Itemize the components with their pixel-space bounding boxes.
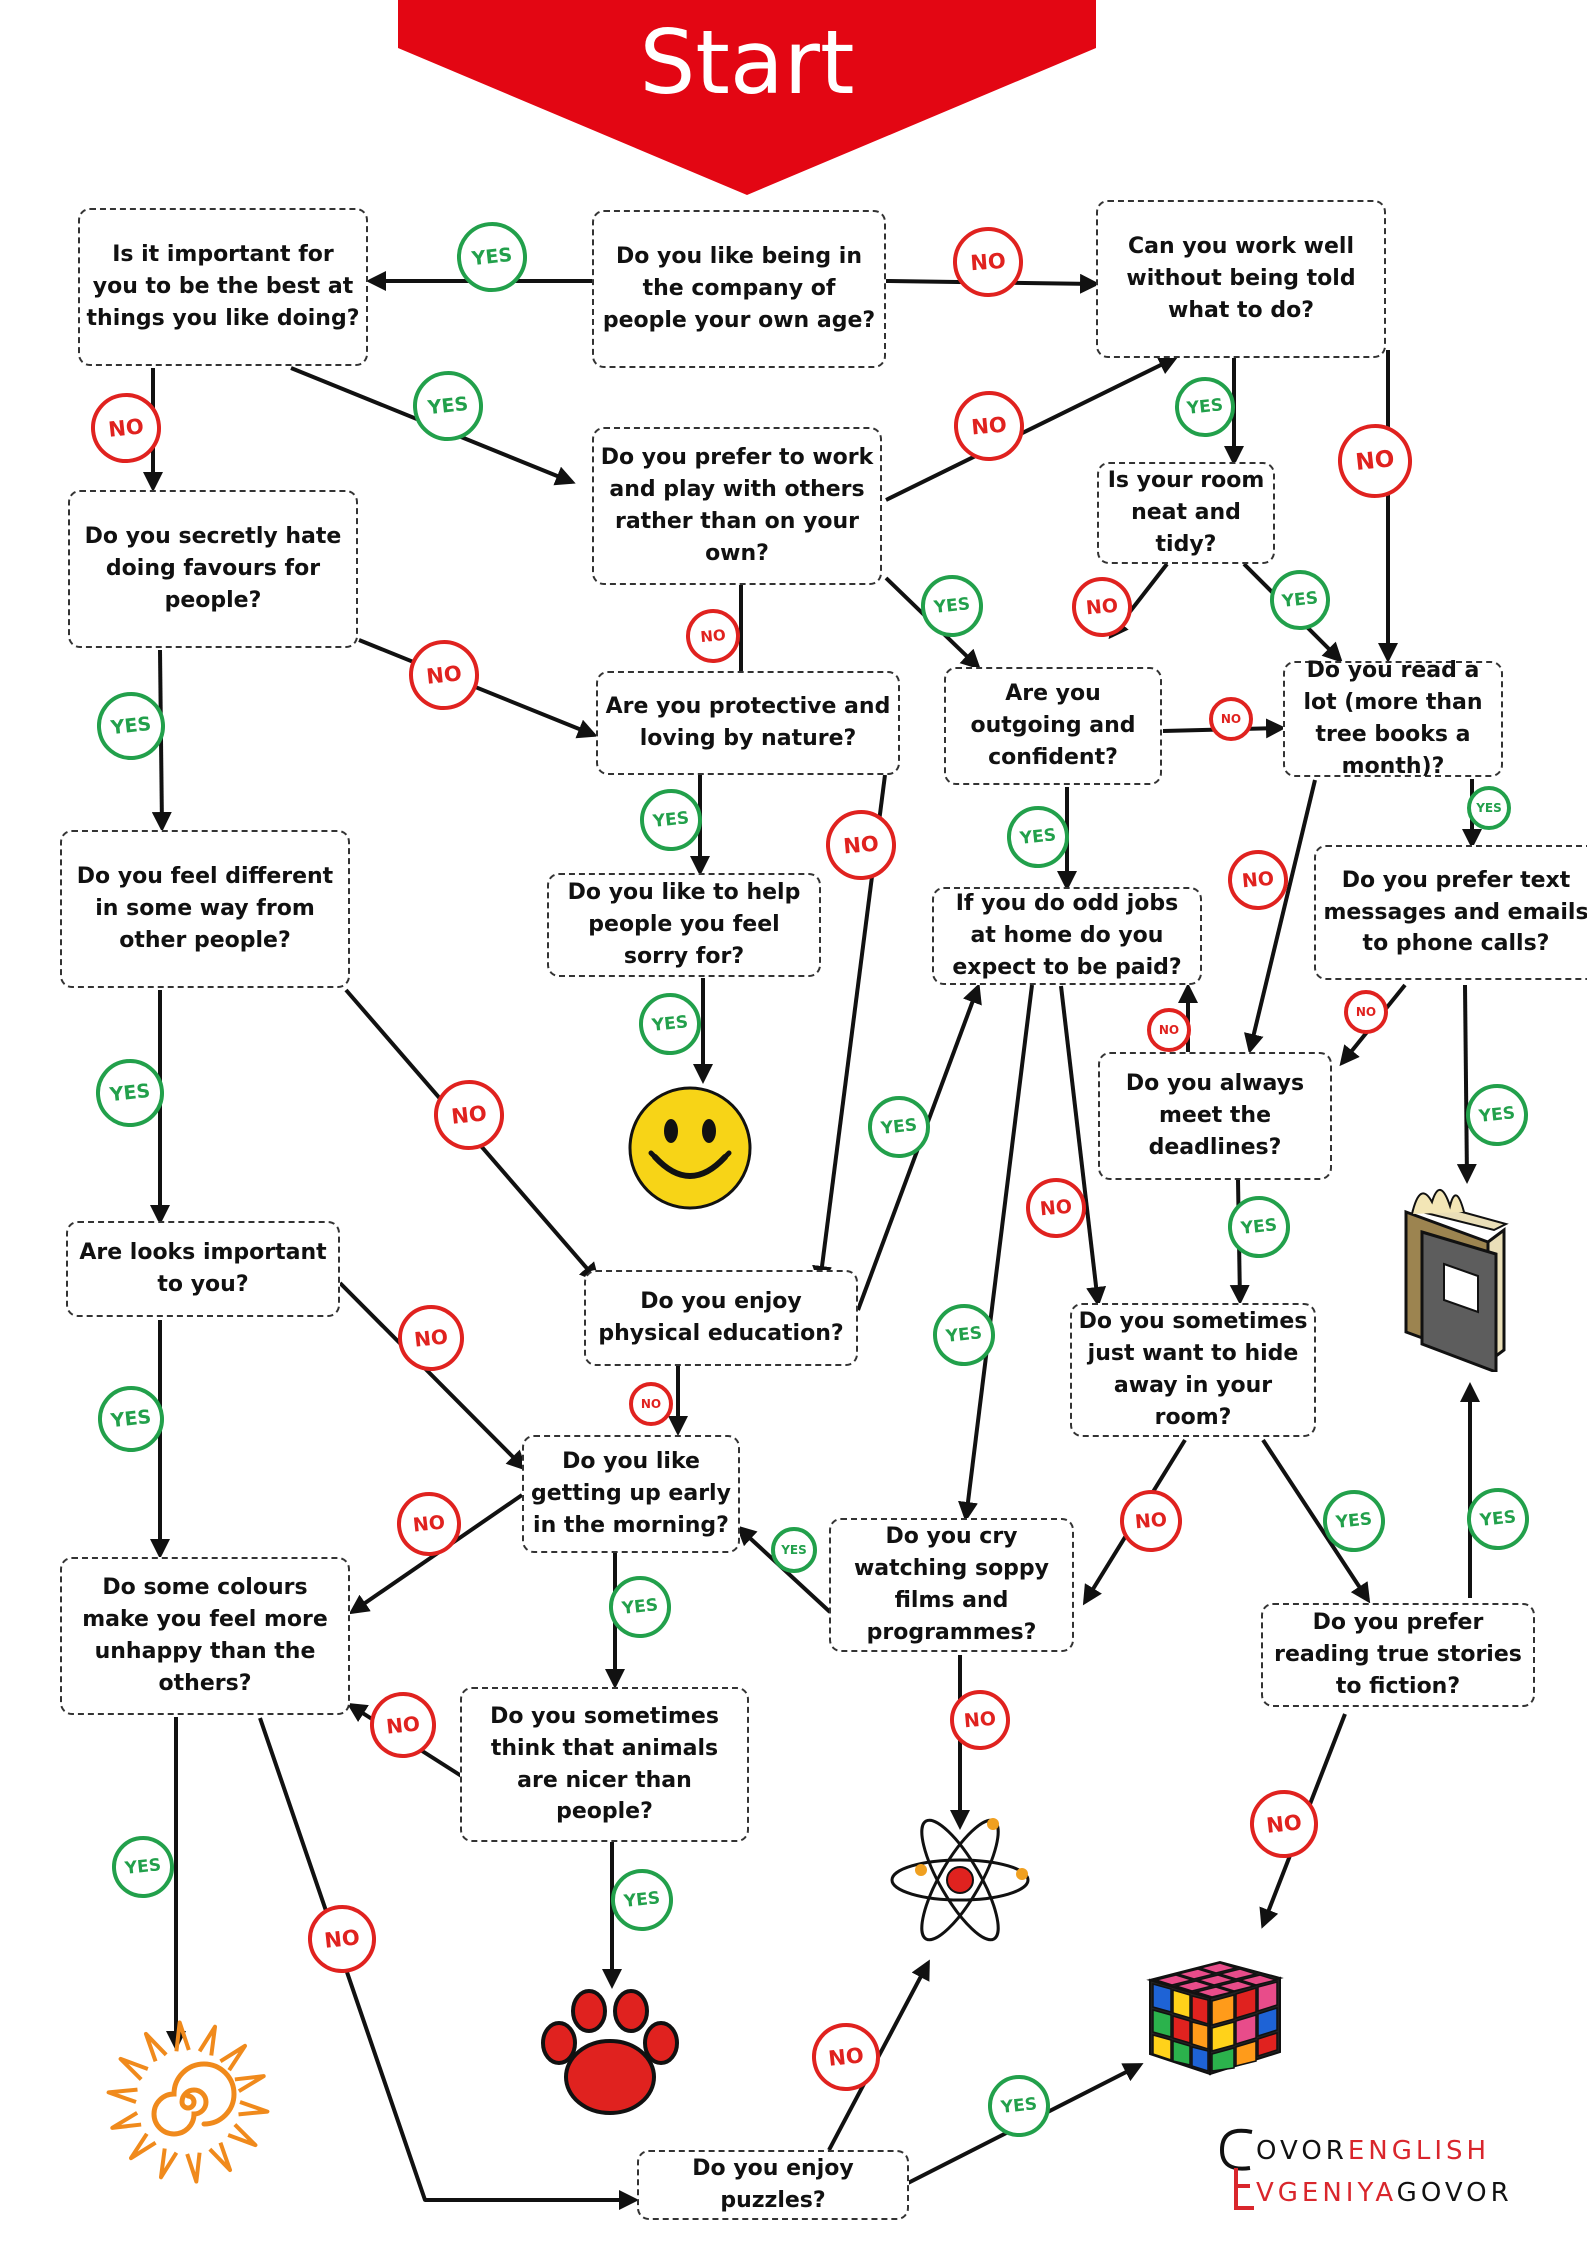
sun-ray [158,2148,179,2180]
sun-ray [118,2056,149,2081]
connector-arrow [338,1281,527,1471]
logo-text: OVOR [1256,2136,1348,2166]
yes-badge: YES [771,1527,817,1573]
sun-ray [238,2100,270,2117]
no-badge: NO [1344,990,1388,1034]
question-early: Do you like getting up early in the morn… [522,1435,740,1553]
connector-arrow [1261,1438,1371,1604]
paw-print-icon [541,1989,679,2115]
question-looks: Are looks important to you? [66,1221,340,1317]
connector-arrow [885,356,1179,502]
question-text: Do you prefer text messages and emails t… [1314,845,1587,980]
question-hide: Do you sometimes just want to hide away … [1070,1303,1316,1437]
question-true-stories: Do you prefer reading true stories to fi… [1261,1603,1535,1707]
sun-ray [219,2043,248,2072]
question-protective: Are you protective and loving by nature? [596,671,900,775]
sun-ray [110,2111,142,2130]
logo-line-top: OVORENGLISH [1256,2136,1490,2166]
sun-ray [227,2123,258,2148]
question-odd-jobs: If you do odd jobs at home do you expect… [932,887,1202,985]
logo-text: VGENIYA [1256,2178,1397,2208]
logo-text: GOVOR [1396,2178,1513,2208]
smiley-face-icon [628,1086,752,1210]
connector-arrow [958,984,1034,1522]
no-badge: NO [1209,697,1253,741]
connector-arrow [1059,985,1107,1307]
brand-logo: OVORENGLISH VGENIYAGOVOR [1218,2122,1578,2218]
question-room: Is your room neat and tidy? [1097,462,1275,564]
no-badge: NO [629,1382,673,1426]
sun-ray [143,2031,168,2063]
sun-ray [106,2087,138,2104]
question-company: Do you like being in the company of peop… [592,210,886,368]
start-banner [398,0,1096,195]
question-work-well: Can you work well without being told wha… [1096,200,1386,358]
question-animals: Do you sometimes think that animals are … [460,1687,749,1842]
sun-ray [185,2152,202,2184]
logo-mark-icon [1219,2128,1254,2210]
question-help: Do you like to help people you feel sorr… [547,873,821,977]
book-icon [1404,1189,1509,1372]
question-outgoing: Are you outgoing and confident? [944,667,1162,785]
question-cry: Do you cry watching soppy films and prog… [829,1518,1074,1652]
sun-ray [128,2132,157,2161]
question-prefer-work: Do you prefer to work and play with othe… [592,427,882,585]
sun-ray [208,2141,233,2173]
logo-text: ENGLISH [1347,2136,1491,2166]
logo-line-bottom: VGENIYAGOVOR [1256,2178,1513,2208]
sun-icon [106,2020,270,2184]
sun-ray [197,2024,218,2056]
atom-icon [890,1818,1030,1942]
question-read: Do you read a lot (more than tree books … [1283,658,1503,779]
connector-arrow [258,1717,639,2210]
yes-badge: YES [1467,786,1511,830]
question-hate-favours: Do you secretly hate doing favours for p… [68,490,358,648]
start-label: Start [639,11,855,114]
question-colours: Do some colours make you feel more unhap… [60,1557,350,1715]
question-physical: Do you enjoy physical education? [584,1270,858,1366]
question-deadlines: Do you always meet the deadlines? [1098,1052,1332,1180]
sun-ray [174,2020,191,2052]
no-badge: NO [1147,1008,1191,1052]
question-best: Is it important for you to be the best a… [78,208,368,366]
rubiks-cube-icon [1146,1960,1284,2076]
connector-arrow [1244,779,1317,1054]
sun-ray [234,2074,266,2093]
question-puzzles: Do you enjoy puzzles? [637,2150,909,2220]
connector-arrow [1456,984,1477,1184]
question-different: Do you feel different in some way from o… [60,830,350,988]
